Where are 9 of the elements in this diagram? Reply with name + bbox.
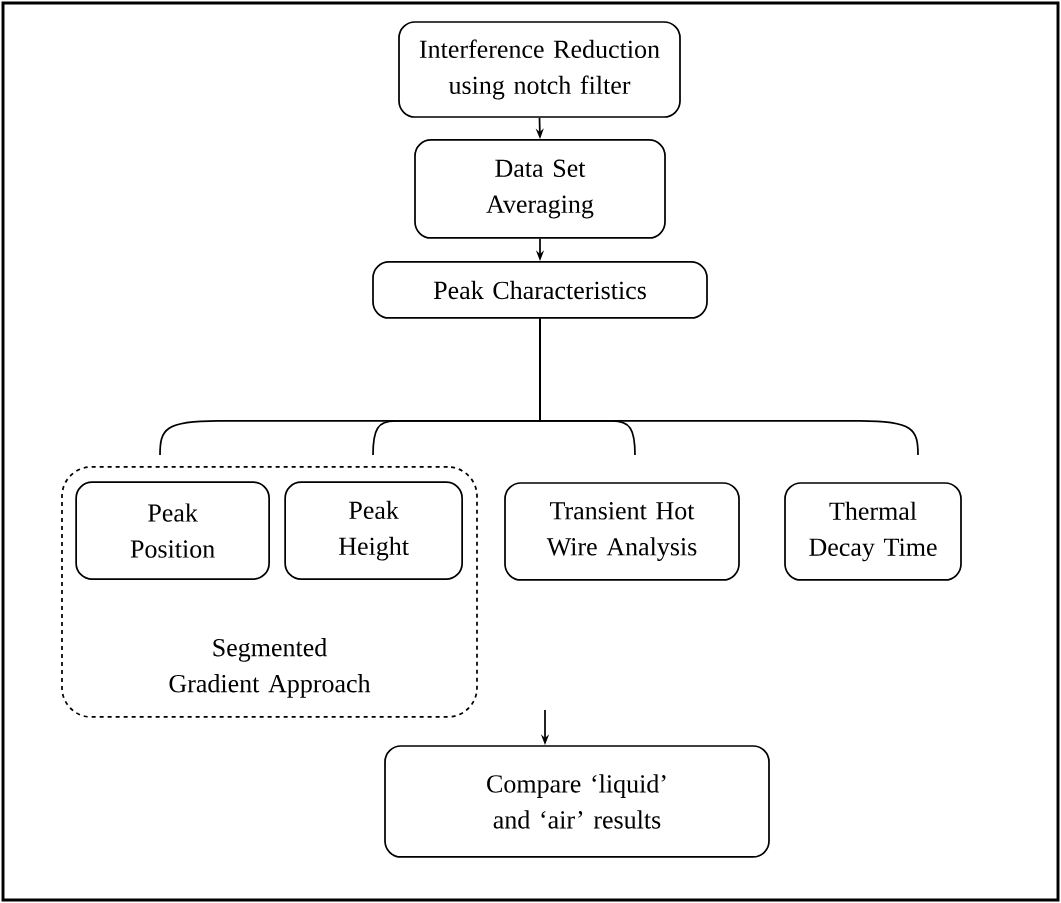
process-box: Thermal Decay Time [784, 482, 962, 581]
process-box: Peak Height [284, 481, 463, 580]
process-box: Transient Hot Wire Analysis [504, 482, 740, 581]
process-box: Peak Characteristics [372, 261, 708, 319]
connector [539, 318, 919, 456]
process-box: Compare ‘liquid’ and ‘air’ results [384, 745, 770, 858]
process-box: Data Set Averaging [414, 139, 666, 239]
process-box: Peak Position [75, 481, 270, 580]
process-box: Interference Reduction using notch filter [398, 21, 681, 118]
